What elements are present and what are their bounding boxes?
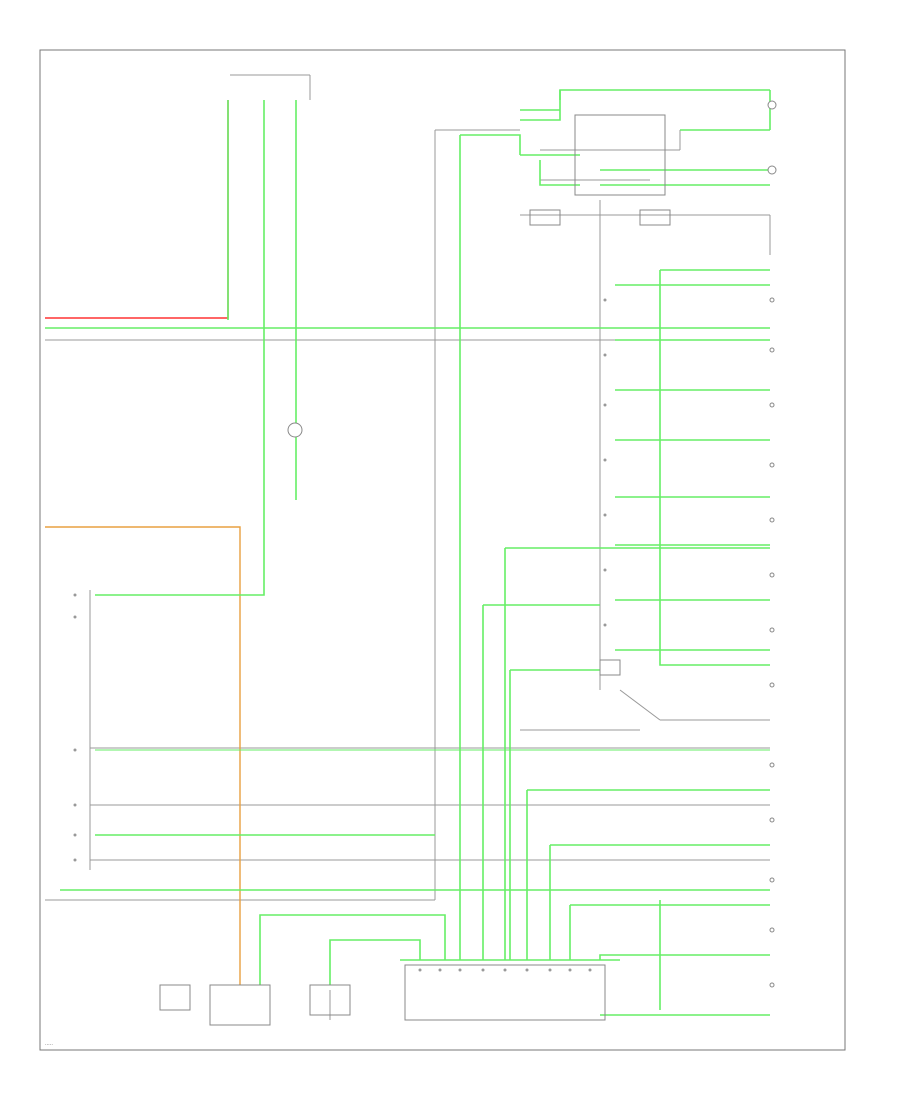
bottom-modules [159, 114, 671, 1026]
green-wires [45, 89, 771, 1016]
orange-power-wire [45, 526, 241, 985]
red-power-wire [45, 100, 229, 319]
diagram-frame [39, 49, 846, 1051]
module-pins [418, 968, 592, 972]
left-connector-pins [73, 593, 77, 862]
footer-code: ····· [45, 1042, 53, 1048]
switch-contacts [603, 298, 607, 627]
component-symbols [287, 100, 777, 988]
